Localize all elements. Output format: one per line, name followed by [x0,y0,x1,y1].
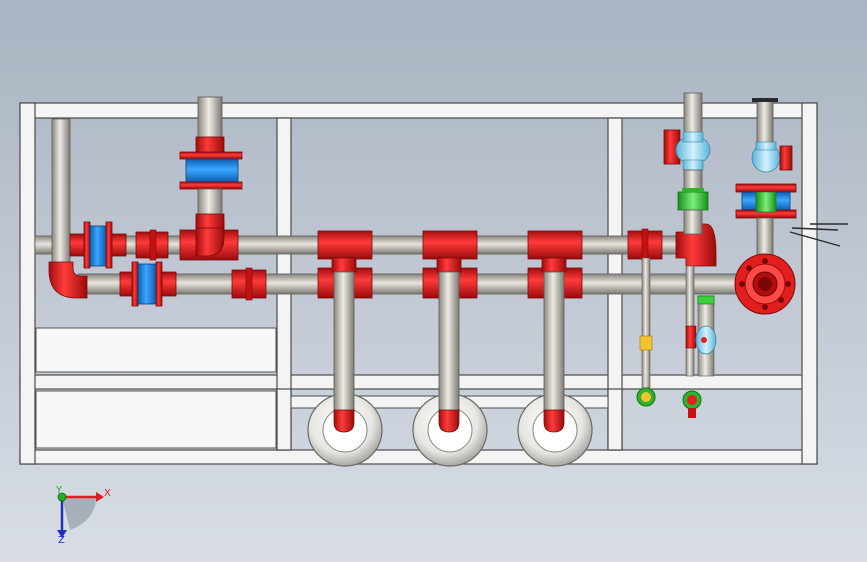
outlet-flange-upper[interactable] [735,183,797,219]
y-axis-label: Y [55,485,63,496]
upper-coupling[interactable] [135,229,169,261]
control-panel-lower[interactable] [35,390,277,449]
control-panel-upper[interactable] [35,327,277,373]
outlet-flange-face[interactable] [734,253,796,315]
frame-middle-rail[interactable] [19,374,818,390]
union-green-1[interactable] [677,188,709,211]
right-riser-1-low-pipe[interactable] [683,209,703,235]
upper-right-coupling[interactable] [627,228,663,262]
drain-valve[interactable] [685,295,717,377]
right-riser-1-pipe[interactable] [683,92,703,139]
y-axis-dot [57,492,67,502]
gauge-green-2[interactable] [682,390,702,418]
frame-right-post[interactable] [801,102,818,465]
frame-lower-post-3[interactable] [276,388,292,451]
branch-drop-3[interactable] [541,257,567,433]
inlet-flange[interactable] [179,136,243,229]
branch-drop-1[interactable] [331,257,357,433]
gauge-fitting[interactable] [639,335,653,351]
header-tee-1[interactable] [317,230,373,299]
tie-rods [789,223,848,247]
frame-left-post[interactable] [19,102,36,465]
branch-drop-2[interactable] [436,257,462,433]
gauge-green-1[interactable] [636,387,656,407]
ball-valve-1[interactable] [663,129,711,171]
frame-bottom-rail[interactable] [19,449,818,465]
lower-flange-valve[interactable] [119,261,177,307]
left-elbow[interactable] [48,261,88,299]
drain-riser[interactable] [685,265,695,377]
inlet-tee[interactable] [179,221,239,261]
coordinate-triad: X Y Z [55,485,111,546]
ball-valve-2[interactable] [751,141,793,173]
lower-coupling[interactable] [231,267,267,301]
right-riser-2-pipe[interactable] [756,99,774,147]
upper-flange-valve[interactable] [69,221,127,269]
inlet-riser-pipe[interactable] [197,96,223,140]
triad-shadow [62,497,96,530]
x-axis-label: X [104,488,111,499]
right-riser-2-cap[interactable] [752,98,778,102]
x-axis-arrow [96,492,104,502]
left-riser-pipe[interactable] [51,118,71,270]
gauge-line[interactable] [641,257,651,389]
z-axis-label: Z [58,535,65,546]
z-axis-arrow [57,530,67,538]
frame-lower-post-4[interactable] [607,388,623,451]
